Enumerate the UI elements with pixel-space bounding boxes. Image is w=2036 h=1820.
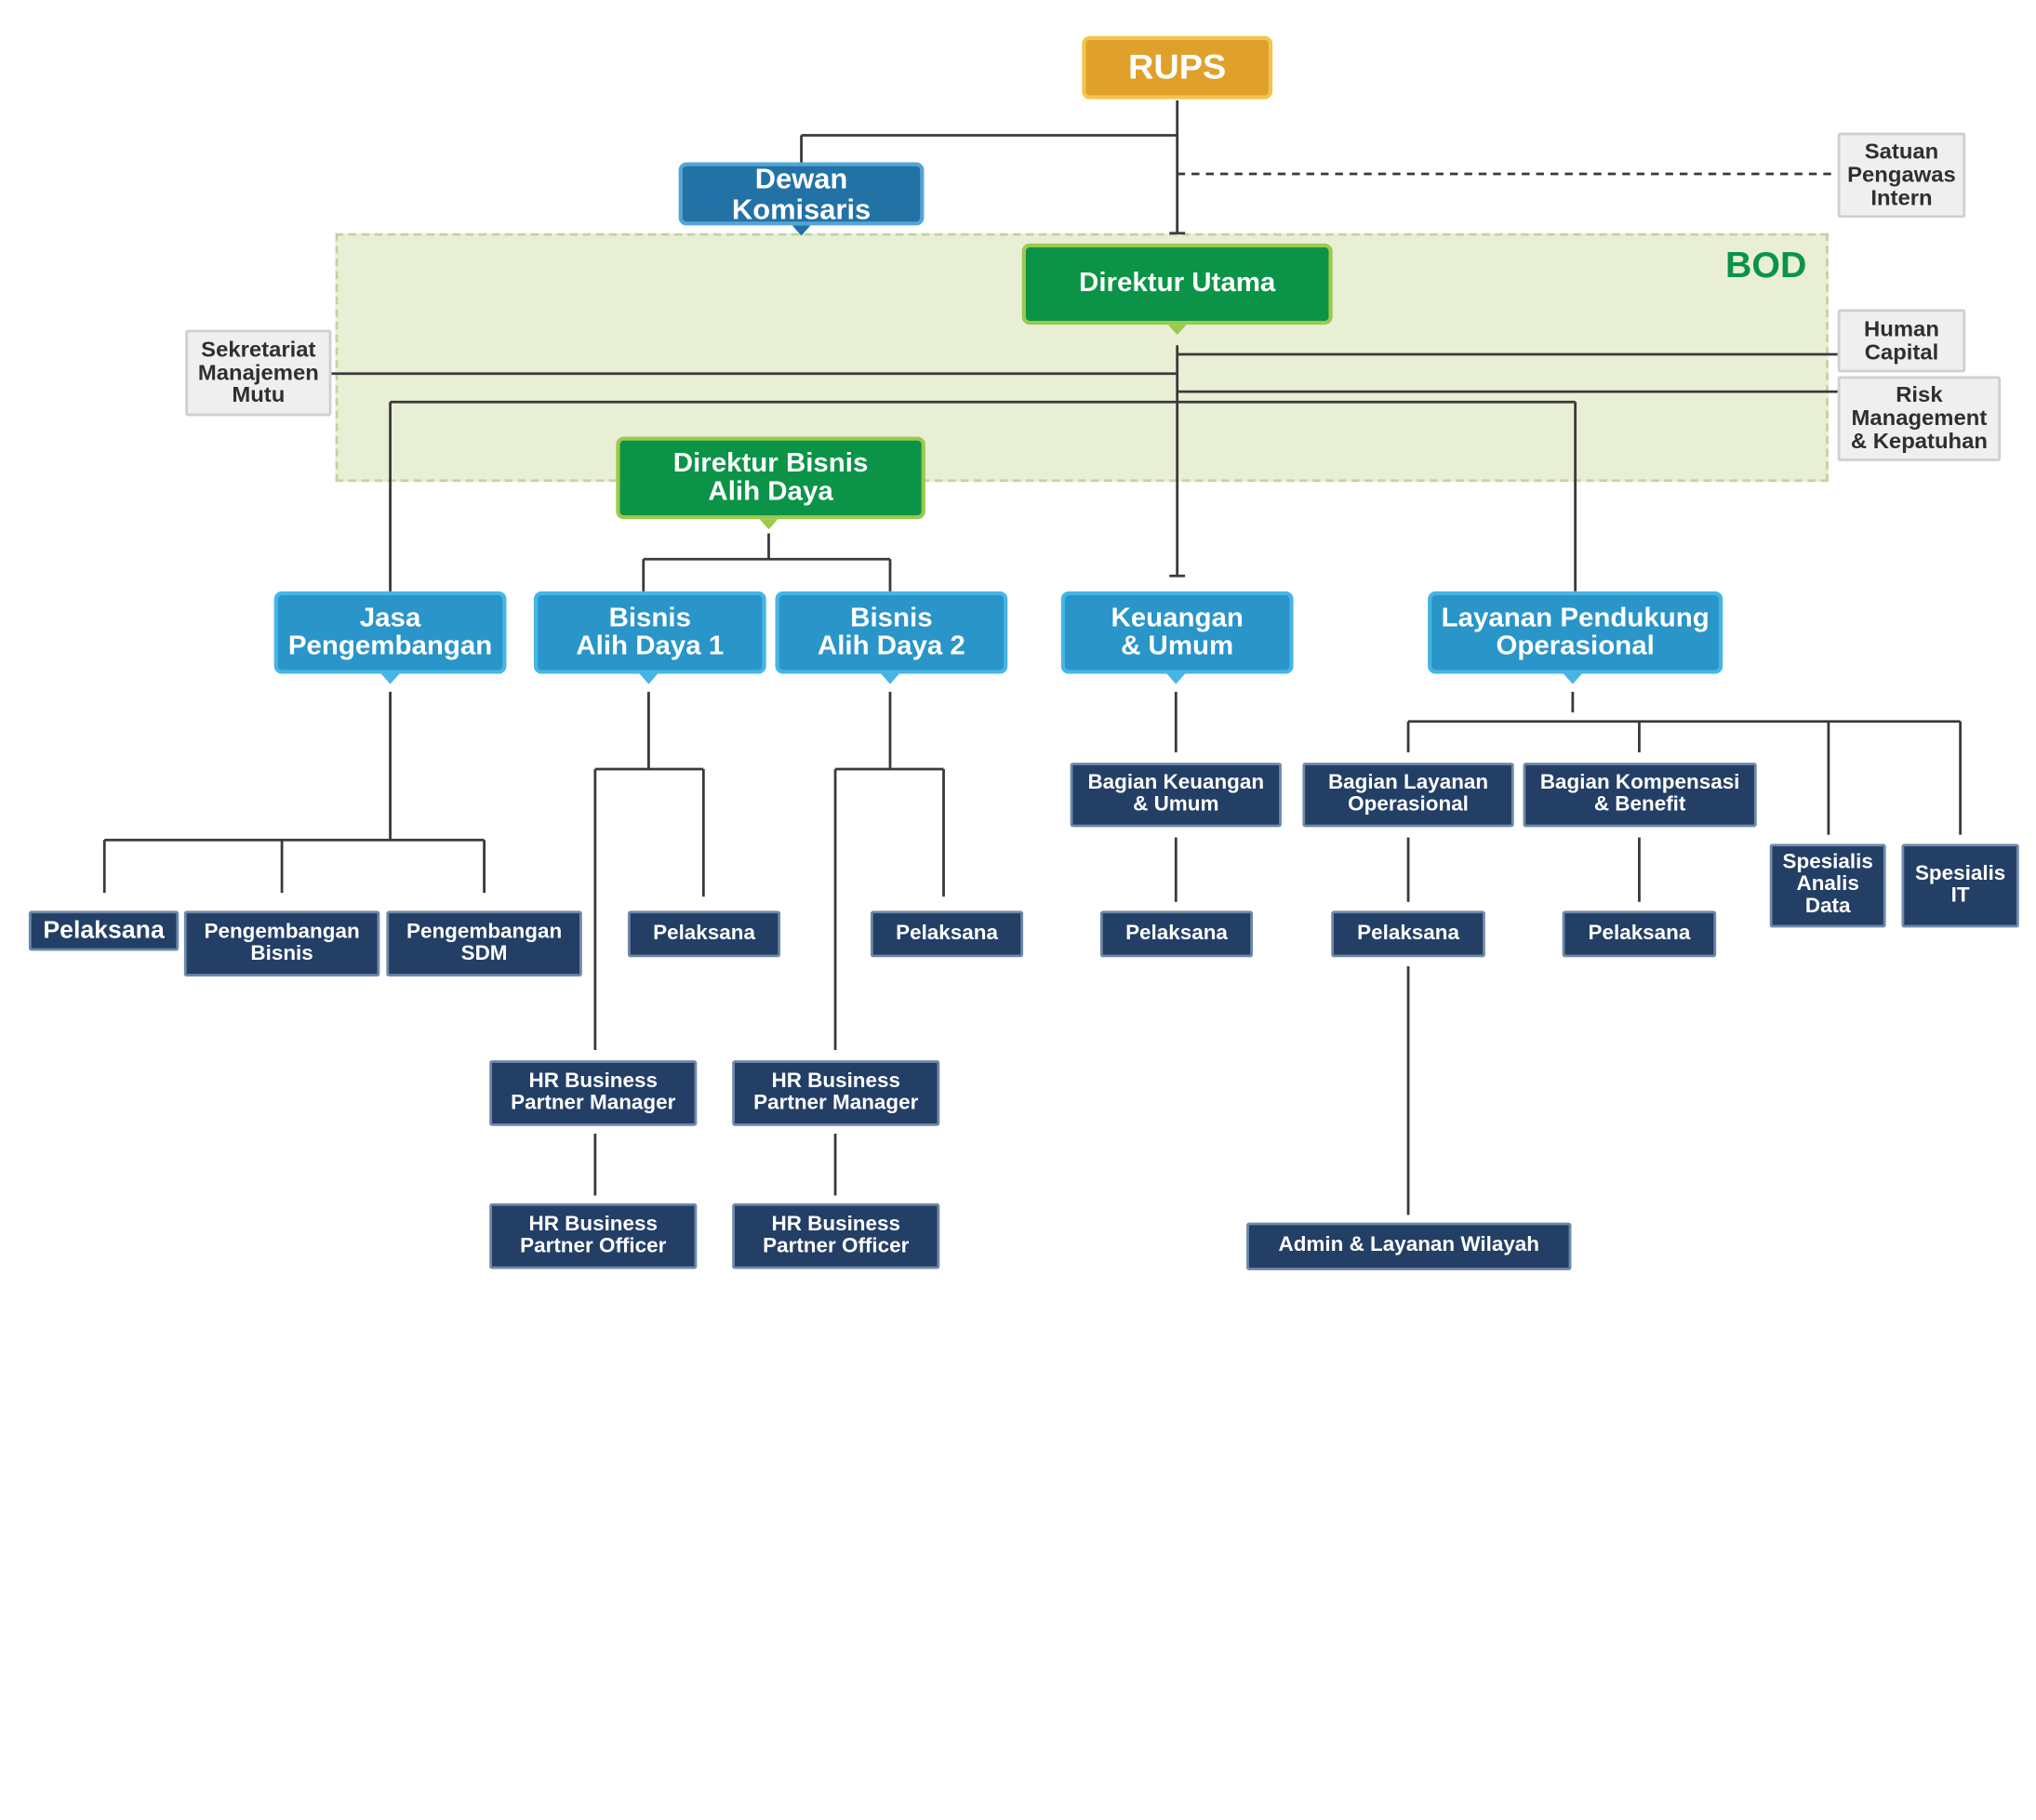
spesialis-it-node: Spesialis IT [1901, 844, 2019, 928]
hrbp-manager-1-node: HR Business Partner Manager [489, 1060, 698, 1126]
lay-pelaksana-node: Pelaksana [1331, 910, 1485, 958]
bod-label: BOD [1725, 245, 1807, 286]
hrbp-officer-2-node: HR Business Partner Officer [732, 1202, 940, 1269]
connector-lines [102, 100, 1963, 1216]
notch [792, 225, 811, 236]
rups-node: RUPS [1082, 35, 1273, 100]
sekretariat-node: Sekretariat Manajemen Mutu [185, 329, 332, 417]
pengembangan-bisnis-node: Pengembangan Bisnis [183, 910, 380, 977]
keuangan-umum-node: Keuangan & Umum [1060, 591, 1294, 674]
satuan-pengawas-intern-node: Satuan Pengawas Intern [1837, 132, 1966, 219]
bisnis-alih-daya-2-node: Bisnis Alih Daya 2 [775, 591, 1008, 674]
hrbp-officer-1-node: HR Business Partner Officer [489, 1202, 698, 1269]
jp-pelaksana-node: Pelaksana [28, 910, 180, 951]
notch [881, 673, 899, 684]
pengembangan-sdm-node: Pengembangan SDM [386, 910, 582, 977]
direktur-utama-node: Direktur Utama [1021, 243, 1333, 325]
bisnis-alih-daya-1-node: Bisnis Alih Daya 1 [533, 591, 766, 674]
bagian-keuangan-node: Bagian Keuangan & Umum [1070, 763, 1282, 828]
keu-pelaksana-node: Pelaksana [1099, 910, 1254, 958]
bad1-pelaksana-node: Pelaksana [627, 910, 781, 958]
bagian-layanan-node: Bagian Layanan Operasional [1302, 763, 1514, 828]
layanan-pendukung-node: Layanan Pendukung Operasional [1428, 591, 1723, 674]
notch [380, 673, 400, 684]
notch [639, 673, 659, 684]
admin-layanan-wilayah-node: Admin & Layanan Wilayah [1246, 1222, 1572, 1270]
hrbp-manager-2-node: HR Business Partner Manager [732, 1060, 940, 1126]
bagian-kompensasi-node: Bagian Kompensasi & Benefit [1523, 763, 1757, 828]
jasa-pengembangan-node: Jasa Pengembangan [273, 591, 507, 674]
spesialis-analis-node: Spesialis Analis Data [1769, 844, 1886, 928]
dewan-komisaris-node: Dewan Komisaris [678, 162, 925, 226]
risk-management-node: Risk Management & Kepatuhan [1837, 376, 2002, 461]
komp-pelaksana-node: Pelaksana [1562, 910, 1717, 958]
notch [1167, 325, 1187, 336]
direktur-bisnis-node: Direktur Bisnis Alih Daya [616, 436, 925, 520]
notch [1166, 673, 1186, 684]
notch [1564, 673, 1582, 684]
bad2-pelaksana-node: Pelaksana [870, 910, 1024, 958]
human-capital-node: Human Capital [1837, 309, 1966, 373]
notch [759, 519, 778, 530]
